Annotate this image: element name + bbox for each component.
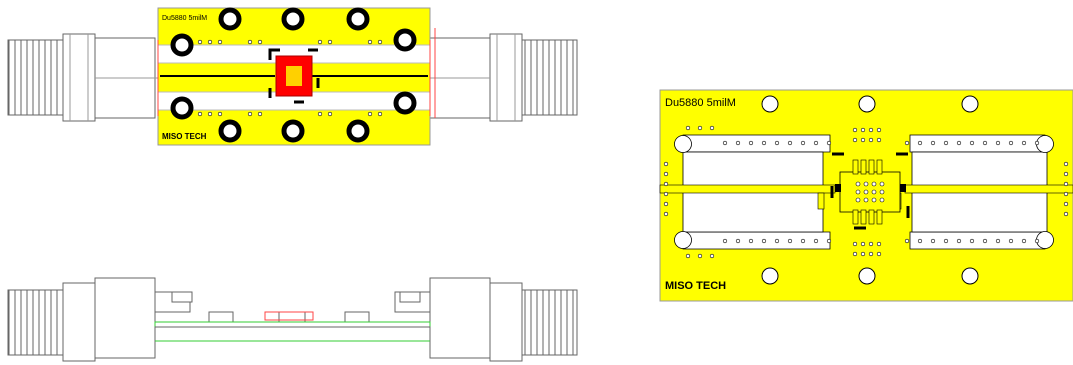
top-assembly-view: Du5880 5milM MISO TECH (7, 7, 578, 146)
side-carrier (154, 326, 431, 342)
right-sma-connector (425, 33, 578, 122)
board-detail-view: Du5880 5milM MISO TECH (659, 89, 1073, 302)
side-screws (171, 291, 421, 323)
top-vias (197, 39, 383, 117)
top-board-label: Du5880 5milM (162, 15, 207, 22)
top-chip (268, 48, 320, 104)
top-mounting-holes (170, 7, 417, 143)
side-assembly-view (7, 277, 578, 362)
detail-mounting-holes (761, 95, 979, 285)
top-company-label: MISO TECH (162, 132, 207, 141)
detail-company-label: MISO TECH (665, 280, 726, 292)
detail-vias (663, 125, 1069, 259)
detail-board-label: Du5880 5milM (665, 97, 736, 109)
side-board-top (154, 321, 431, 328)
detail-chip-footprint (830, 152, 910, 230)
left-sma-connector (7, 33, 160, 122)
